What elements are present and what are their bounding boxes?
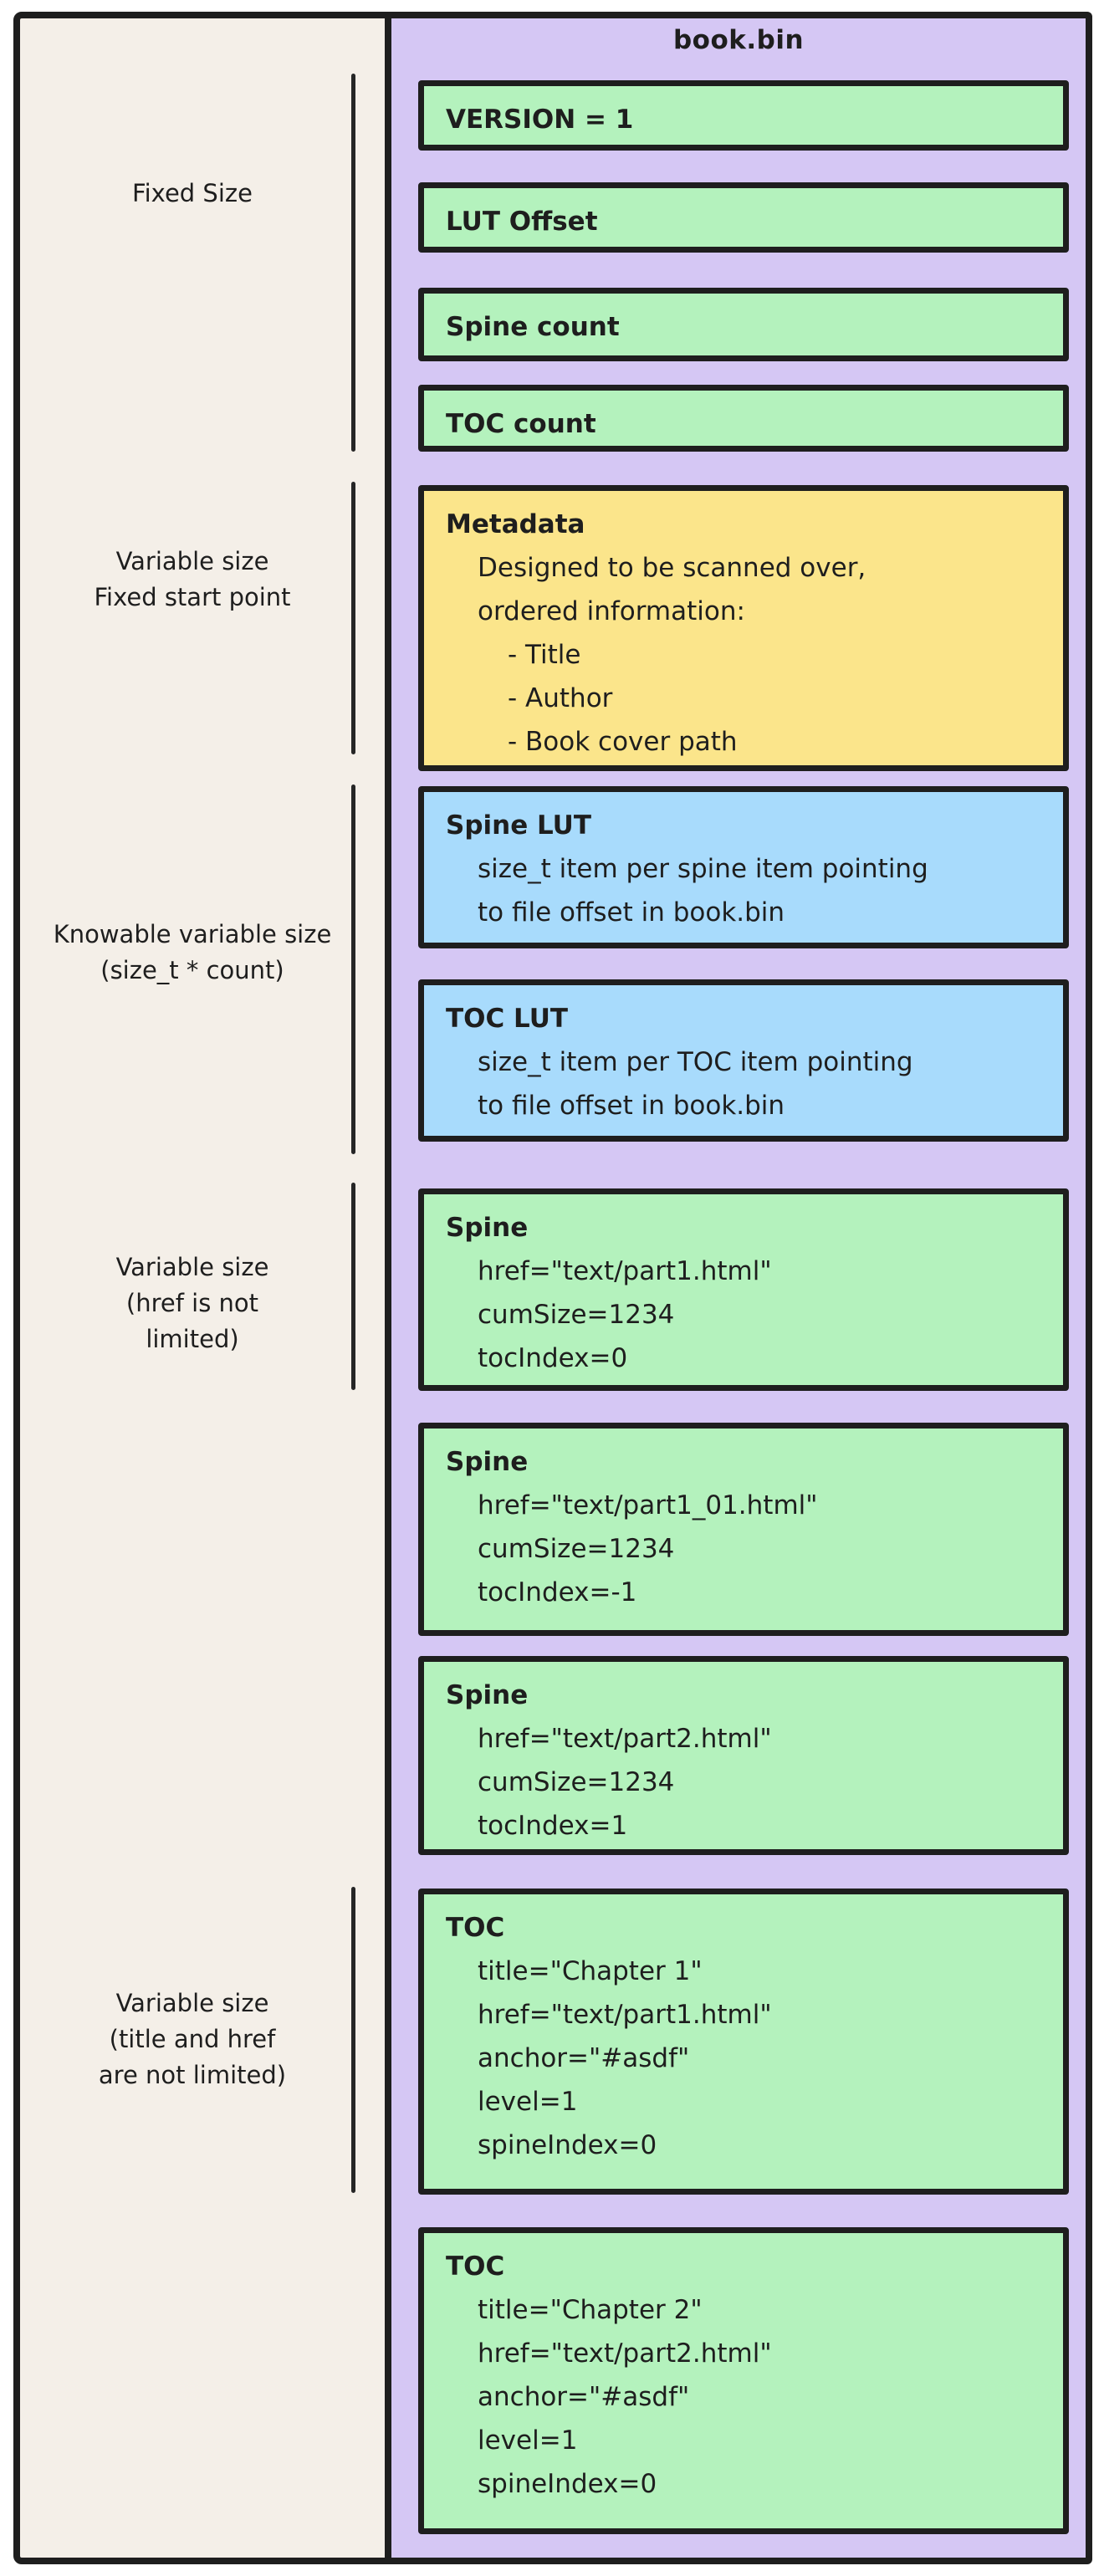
box-line: Spine (446, 1213, 529, 1243)
label-line: (href is not (125, 1289, 259, 1317)
record-toc-lut: TOC LUT size_t item per TOC item pointin… (418, 979, 1069, 1142)
box-line: ordered information: (478, 596, 745, 626)
box-line: spineIndex=0 (478, 2130, 657, 2160)
label-line: (size_t * count) (100, 956, 284, 984)
label-line: (title and href (109, 2025, 276, 2053)
box-line: Spine (446, 1447, 529, 1477)
record-spine-lut: Spine LUT size_t item per spine item poi… (418, 786, 1069, 948)
box-line: title="Chapter 2" (478, 2295, 703, 2325)
record-spine-3: Spine href="text/part2.html" cumSize=123… (418, 1656, 1069, 1855)
box-line: href="text/part1.html" (478, 1256, 772, 1286)
box-line: size_t item per spine item pointing (478, 854, 928, 884)
box-line: tocIndex=1 (478, 1811, 628, 1841)
label-fixed-size: Fixed Size (46, 176, 339, 212)
bracket-metadata (351, 482, 355, 754)
field-lut-offset: LUT Offset (418, 182, 1069, 253)
box-line: href="text/part1_01.html" (478, 1490, 818, 1521)
box-line: VERSION = 1 (446, 105, 634, 135)
box-line: Designed to be scanned over, (478, 553, 866, 583)
label-variable-title-href: Variable size (title and href are not li… (46, 1986, 339, 2093)
box-line: TOC (446, 2251, 505, 2282)
box-line: TOC LUT (446, 1004, 569, 1034)
box-line: Spine count (446, 312, 620, 342)
box-line: Metadata (446, 509, 585, 539)
box-line: level=1 (478, 2087, 578, 2117)
record-metadata: Metadata Designed to be scanned over, or… (418, 485, 1069, 771)
box-line: TOC (446, 1913, 505, 1943)
label-line: Knowable variable size (53, 920, 332, 948)
box-line: anchor="#asdf" (478, 2043, 690, 2073)
label-line: Variable size (115, 547, 269, 575)
box-line: LUT Offset (446, 207, 598, 237)
box-line: Spine LUT (446, 810, 591, 841)
field-version: VERSION = 1 (418, 80, 1069, 151)
record-spine-1: Spine href="text/part1.html" cumSize=123… (418, 1188, 1069, 1391)
record-spine-2: Spine href="text/part1_01.html" cumSize=… (418, 1423, 1069, 1636)
box-line: Spine (446, 1680, 529, 1710)
box-line: href="text/part2.html" (478, 1724, 772, 1754)
bracket-spine (351, 1183, 355, 1390)
box-line: cumSize=1234 (478, 1767, 675, 1797)
label-line: Variable size (115, 1989, 269, 2017)
box-line: anchor="#asdf" (478, 2382, 690, 2412)
field-spine-count: Spine count (418, 288, 1069, 361)
label-line: Fixed Size (132, 179, 253, 207)
box-line: spineIndex=0 (478, 2469, 657, 2499)
label-line: Variable size (115, 1253, 269, 1281)
record-toc-2: TOC title="Chapter 2" href="text/part2.h… (418, 2227, 1069, 2534)
box-line: cumSize=1234 (478, 1534, 675, 1564)
box-line: - Author (508, 683, 613, 713)
box-line: - Title (508, 640, 581, 670)
box-line: TOC count (446, 409, 596, 439)
box-line: tocIndex=0 (478, 1343, 628, 1373)
box-line: href="text/part2.html" (478, 2338, 772, 2369)
record-toc-1: TOC title="Chapter 1" href="text/part1.h… (418, 1889, 1069, 2195)
box-line: title="Chapter 1" (478, 1956, 703, 1986)
label-line: limited) (146, 1325, 239, 1353)
label-line: are not limited) (98, 2061, 287, 2089)
file-title: book.bin (672, 25, 805, 55)
box-line: size_t item per TOC item pointing (478, 1047, 913, 1077)
box-line: cumSize=1234 (478, 1300, 675, 1330)
bracket-lut-group (351, 785, 355, 1154)
box-line: to file offset in book.bin (478, 1091, 785, 1121)
box-line: href="text/part1.html" (478, 2000, 772, 2030)
box-line: - Book cover path (508, 727, 738, 757)
field-toc-count: TOC count (418, 385, 1069, 452)
box-line: to file offset in book.bin (478, 897, 785, 928)
bracket-fixed-size (351, 74, 355, 452)
label-line: Fixed start point (94, 583, 291, 611)
label-knowable-variable: Knowable variable size (size_t * count) (46, 917, 339, 989)
box-line: level=1 (478, 2425, 578, 2456)
bracket-toc (351, 1887, 355, 2193)
label-variable-href: Variable size (href is not limited) (46, 1250, 339, 1357)
box-line: tocIndex=-1 (478, 1577, 637, 1607)
label-variable-fixed-start: Variable size Fixed start point (46, 544, 339, 616)
